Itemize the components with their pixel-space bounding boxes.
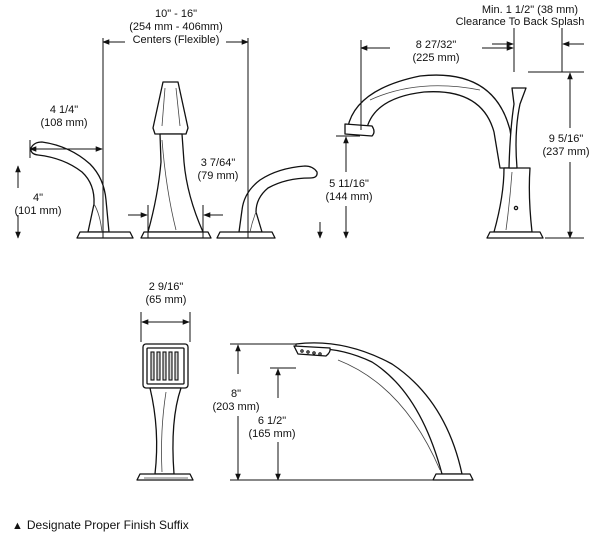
handshower-side-view	[230, 342, 474, 481]
spout-height-dim-line2: (237 mm)	[542, 146, 589, 158]
finish-suffix-note: ▲Designate Proper Finish Suffix	[12, 518, 189, 532]
handshower-length-dim-line2: (203 mm)	[212, 401, 259, 413]
handle-reach-dim-line2: (108 mm)	[40, 117, 87, 129]
handshower-height-dim-line1: 6 1/2"	[258, 415, 286, 427]
triangle-icon: ▲	[12, 520, 23, 532]
handle-height-dim-line2: (101 mm)	[14, 205, 61, 217]
spout-reach-dim-line2: (225 mm)	[412, 52, 459, 64]
centers-dim-line3: Centers (Flexible)	[133, 34, 220, 46]
spout-outlet-height-dim-line2: (144 mm)	[325, 191, 372, 203]
handle-height-dim-line1: 4"	[33, 192, 43, 204]
centers-dim-line1: 10" - 16"	[155, 8, 197, 20]
clearance-dim-line2: Clearance To Back Splash	[456, 16, 585, 28]
spout-side-view	[336, 28, 584, 239]
base-width-dim-line2: (79 mm)	[198, 170, 239, 182]
clearance-dim-line1: Min. 1 1/2" (38 mm)	[482, 4, 578, 16]
handshower-height-dim-line2: (165 mm)	[248, 428, 295, 440]
centers-dim-line2: (254 mm - 406mm)	[129, 21, 223, 33]
faucet-front-view	[15, 38, 323, 239]
handshower-width-dim-line1: 2 9/16"	[149, 281, 184, 293]
finish-suffix-text: Designate Proper Finish Suffix	[26, 518, 189, 532]
spray-face-dots	[300, 349, 322, 356]
handle-reach-dim-line1: 4 1/4"	[50, 104, 78, 116]
spray-nozzle-grid	[150, 351, 179, 381]
spout-height-dim-line1: 9 5/16"	[549, 133, 584, 145]
spout-outlet-height-dim-line1: 5 11/16"	[329, 178, 369, 190]
handshower-front-view	[136, 312, 194, 481]
right-handle	[216, 165, 318, 239]
left-handle	[30, 141, 134, 239]
handshower-width-dim-line2: (65 mm)	[146, 294, 187, 306]
base-width-dim-line1: 3 7/64"	[201, 157, 236, 169]
spout-reach-dim-line1: 8 27/32"	[416, 39, 457, 51]
handshower-length-dim-line1: 8"	[231, 388, 241, 400]
